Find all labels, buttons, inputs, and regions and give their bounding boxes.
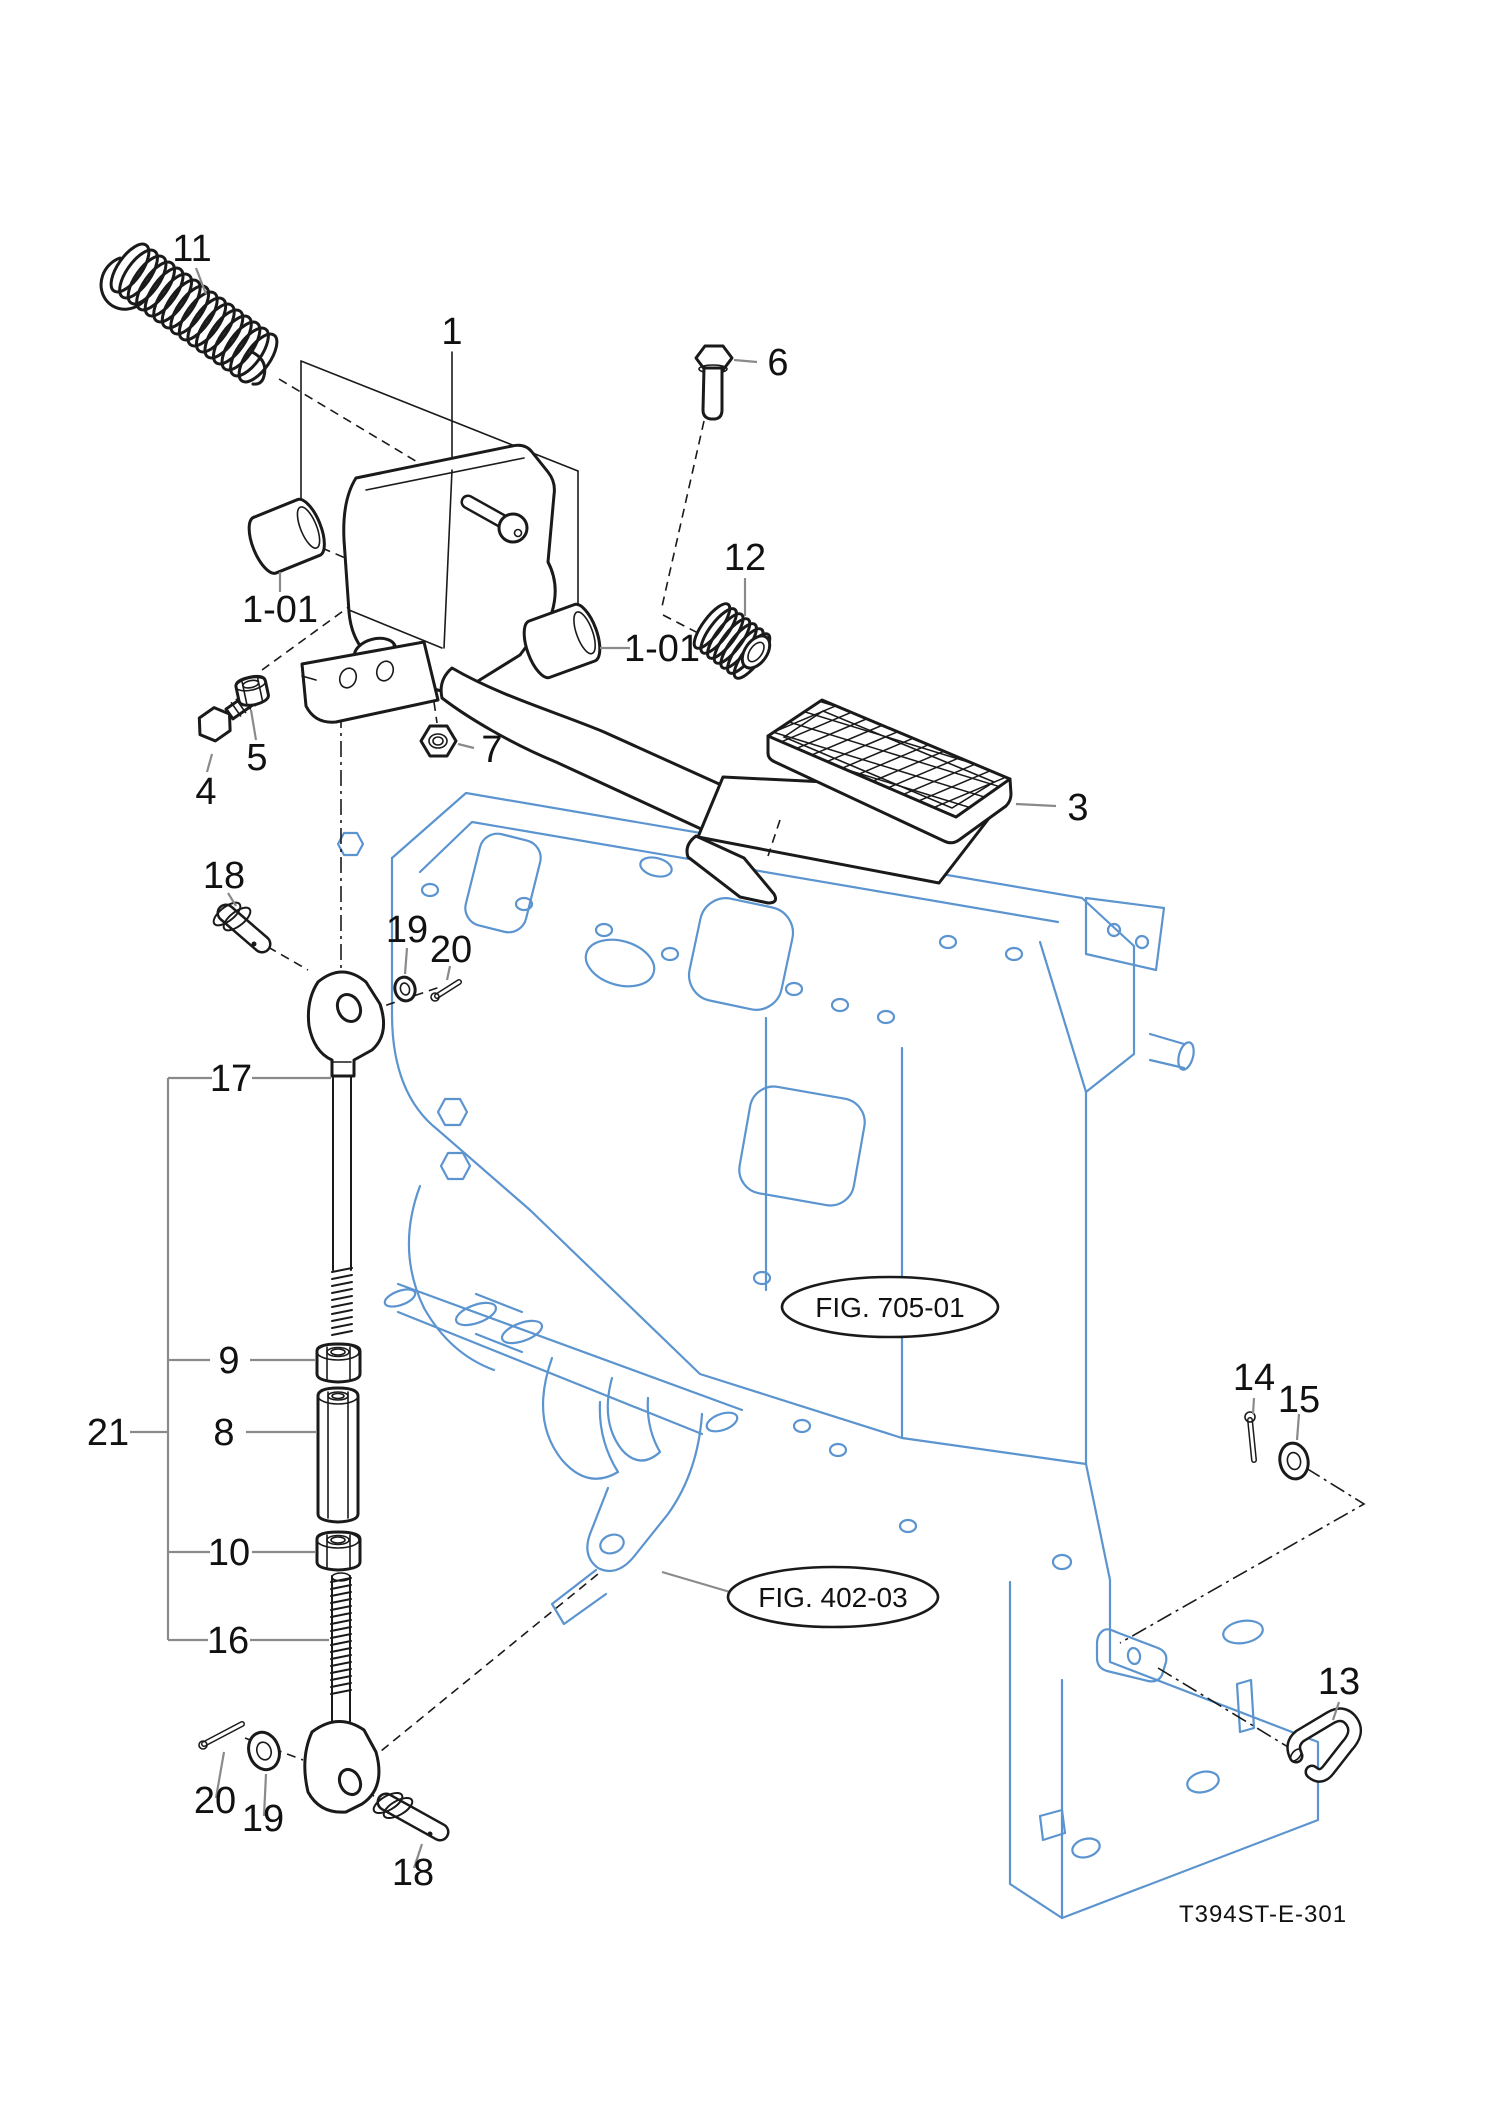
fig-ref-705-01-label[interactable]: FIG. 705-01 xyxy=(815,1292,964,1323)
part-nut-9 xyxy=(315,1342,362,1384)
callout-19-bottom: 19 xyxy=(242,1798,284,1840)
part-hook-13 xyxy=(1286,1707,1363,1783)
part-clevis-pin-18-top xyxy=(212,901,272,954)
part-threaded-rod-16 xyxy=(330,1572,352,1729)
callout-18-top: 18 xyxy=(203,855,245,897)
part-nut-5 xyxy=(234,674,270,707)
part-nut-7 xyxy=(419,724,458,758)
part-coupler-8 xyxy=(316,1386,360,1524)
part-cotter-pin-20-bottom xyxy=(198,1721,245,1750)
callout-5: 5 xyxy=(246,737,267,779)
callout-15: 15 xyxy=(1278,1379,1320,1421)
callout-8: 8 xyxy=(213,1412,234,1454)
clutch-shaft-reference xyxy=(383,1282,744,1626)
callout-17: 17 xyxy=(210,1058,252,1100)
callout-4: 4 xyxy=(195,771,216,813)
callout-14: 14 xyxy=(1233,1357,1275,1399)
fig-ref-705-01[interactable]: FIG. 705-01 xyxy=(780,1275,1000,1339)
fig-ref-402-03-label[interactable]: FIG. 402-03 xyxy=(758,1582,907,1613)
callout-13: 13 xyxy=(1318,1661,1360,1703)
callout-20-top: 20 xyxy=(430,929,472,971)
part-bolt-6 xyxy=(694,344,734,421)
part-cotter-pin-14 xyxy=(1244,1411,1257,1463)
callout-7: 7 xyxy=(481,729,502,771)
callout-6: 6 xyxy=(767,342,788,384)
callout-20-bottom: 20 xyxy=(194,1780,236,1822)
callout-21: 21 xyxy=(87,1412,129,1454)
part-pedal-assembly-1 xyxy=(300,443,1012,905)
part-washer-19-bottom xyxy=(247,1730,281,1772)
callout-19-top: 19 xyxy=(386,909,428,951)
callout-16: 16 xyxy=(207,1620,249,1662)
part-spring-12 xyxy=(692,602,772,680)
part-bushing-1-01-left xyxy=(247,497,326,575)
part-return-spring-11 xyxy=(99,242,279,386)
part-cotter-pin-20-top xyxy=(430,979,462,1002)
drawing-code: T394ST-E-301 xyxy=(1179,1901,1347,1928)
part-clevis-bottom xyxy=(303,1720,381,1814)
part-bushing-1-01-right xyxy=(522,602,602,680)
callout-11: 11 xyxy=(172,228,211,270)
callout-3: 3 xyxy=(1067,787,1088,829)
callout-9: 9 xyxy=(218,1340,239,1382)
part-washer-15 xyxy=(1278,1441,1310,1481)
part-clevis-pin-18-bottom xyxy=(372,1791,450,1842)
callout-12: 12 xyxy=(724,537,766,579)
part-washer-19-top xyxy=(393,975,417,1003)
tractor-frame-reference xyxy=(336,791,1320,1920)
part-nut-10 xyxy=(315,1530,362,1572)
callout-18-bottom: 18 xyxy=(392,1852,434,1894)
leader-lines xyxy=(130,267,1341,1869)
callout-1-01-left: 1-01 xyxy=(242,589,318,631)
callout-10: 10 xyxy=(208,1532,250,1574)
part-rod-end-17 xyxy=(306,970,386,1336)
callout-1: 1 xyxy=(441,311,462,353)
callout-1-01-right: 1-01 xyxy=(624,628,700,670)
fig-ref-402-03[interactable]: FIG. 402-03 xyxy=(726,1565,940,1629)
